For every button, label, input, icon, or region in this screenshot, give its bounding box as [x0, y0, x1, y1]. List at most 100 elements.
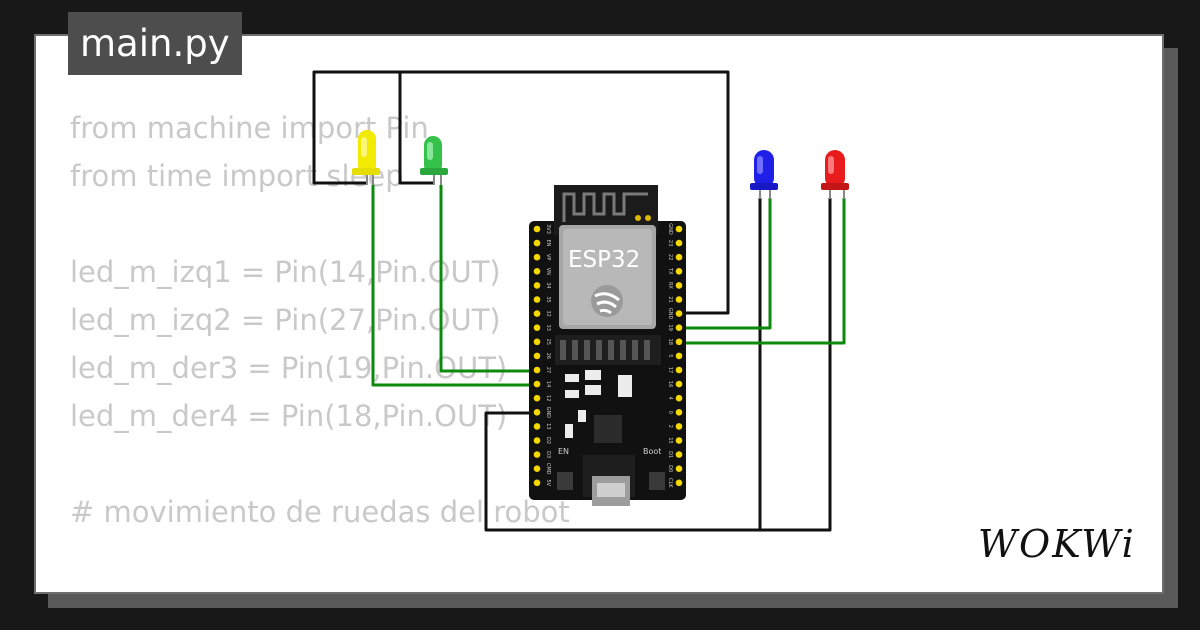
pin-label: 0: [667, 411, 673, 414]
pin-left-12[interactable]: [533, 394, 541, 402]
pin-label: EN: [545, 240, 551, 247]
pin-left-33[interactable]: [533, 324, 541, 332]
pin-left-26[interactable]: [533, 352, 541, 360]
pin-right-5[interactable]: [675, 352, 683, 360]
wire-pin19: [679, 198, 772, 330]
esp32-label: ESP32: [568, 247, 640, 273]
pin-label: VN: [545, 268, 551, 275]
pin-left-D3[interactable]: [533, 451, 541, 458]
pin-right-18[interactable]: [675, 338, 683, 346]
pin-right-23[interactable]: [675, 239, 683, 247]
led-green[interactable]: [420, 136, 448, 185]
pin-right-2[interactable]: [675, 423, 683, 430]
wire-yellow-cathode: [312, 70, 730, 315]
pin-label: 32: [545, 310, 551, 316]
pin-right-21[interactable]: [675, 296, 683, 303]
pin-label: 13: [545, 423, 551, 429]
pin-right-GND[interactable]: [675, 225, 683, 233]
pin-right-17[interactable]: [675, 366, 683, 374]
pin-label: 5: [667, 354, 673, 357]
pin-left-3V3[interactable]: [533, 225, 541, 233]
pin-label: D3: [545, 451, 551, 458]
wire-pin18: [679, 198, 846, 345]
led-yellow[interactable]: [352, 130, 380, 185]
pin-label: 2: [667, 425, 673, 428]
pin-label: 4: [667, 397, 673, 400]
pin-label: CLK: [667, 478, 673, 488]
pin-label: 25: [545, 339, 551, 345]
pin-right-GND[interactable]: [675, 310, 683, 317]
left-pin-header: 3V3ENVPVN343532332526271412GND13D2D3CMD5…: [533, 224, 551, 487]
pin-left-27[interactable]: [533, 366, 541, 374]
en-label: EN: [558, 447, 569, 456]
pin-left-25[interactable]: [533, 338, 541, 346]
pin-label: 19: [667, 325, 673, 331]
black-wires: [312, 70, 832, 532]
pin-label: 33: [545, 325, 551, 331]
pin-left-D2[interactable]: [533, 437, 541, 444]
pin-label: 16: [667, 381, 673, 387]
pin-label: 14: [545, 381, 551, 387]
pin-label: CMD: [545, 463, 551, 475]
pin-label: GND: [667, 308, 673, 320]
led-blue[interactable]: [750, 150, 778, 199]
pin-right-D0[interactable]: [675, 465, 683, 473]
pin-label: VP: [545, 254, 551, 260]
pin-left-35[interactable]: [533, 296, 541, 303]
file-tab-title[interactable]: main.py: [68, 12, 242, 75]
pin-label: 27: [545, 367, 551, 373]
pin-left-EN[interactable]: [533, 239, 541, 247]
pin-left-VP[interactable]: [533, 253, 541, 261]
wire-red-cathode: [484, 198, 832, 532]
wire-green-cathode: [398, 72, 433, 185]
pin-right-RX[interactable]: [675, 282, 683, 289]
pin-right-0[interactable]: [675, 409, 683, 416]
wire-pin27: [439, 185, 537, 373]
pin-label: D2: [545, 437, 551, 444]
pin-label: GND: [667, 223, 673, 235]
pin-right-CLK[interactable]: [675, 479, 683, 487]
boot-label: Boot: [643, 447, 661, 456]
code-line: while(True):: [70, 584, 570, 592]
green-wires: [371, 185, 846, 387]
code-line: from time import sleep: [70, 159, 404, 193]
code-line: led_m_der4 = Pin(18,Pin.OUT): [70, 399, 508, 433]
pin-label: 21: [667, 296, 673, 302]
pin-label: 15: [667, 437, 673, 443]
pin-label: 26: [545, 353, 551, 359]
pin-left-13[interactable]: [533, 423, 541, 430]
pin-right-4[interactable]: [675, 394, 683, 402]
code-line: led_m_izq1 = Pin(14,Pin.OUT): [70, 255, 501, 289]
pin-right-19[interactable]: [675, 324, 683, 332]
pin-label: 17: [667, 367, 673, 373]
pin-left-14[interactable]: [533, 380, 541, 388]
pin-right-22[interactable]: [675, 253, 683, 261]
pin-right-D1[interactable]: [675, 451, 683, 458]
wire-pin14: [371, 185, 537, 387]
pin-label: 3V3: [545, 224, 551, 234]
pin-left-VN[interactable]: [533, 268, 541, 275]
pin-label: D1: [667, 451, 673, 458]
pin-left-GND[interactable]: [533, 409, 541, 416]
code-line: # movimiento de ruedas del robot: [70, 495, 570, 529]
led-red[interactable]: [821, 150, 849, 199]
pin-left-CMD[interactable]: [533, 465, 541, 473]
pin-left-32[interactable]: [533, 310, 541, 317]
pin-label: 22: [667, 254, 673, 260]
pin-right-15[interactable]: [675, 437, 683, 444]
pin-right-TX[interactable]: [675, 268, 683, 275]
code-line: from machine import Pin: [70, 111, 429, 145]
code-line: led_m_der3 = Pin(19,Pin.OUT): [70, 351, 508, 385]
pin-label: TX: [667, 267, 673, 275]
pin-label: RX: [667, 282, 673, 289]
pin-label: 18: [667, 339, 673, 345]
pin-label: 5V: [545, 479, 551, 486]
pin-left-5V[interactable]: [533, 479, 541, 487]
pin-label: 12: [545, 395, 551, 401]
wokwi-logo[interactable]: WOKWi: [978, 522, 1136, 566]
pin-left-34[interactable]: [533, 282, 541, 289]
pin-right-16[interactable]: [675, 380, 683, 388]
